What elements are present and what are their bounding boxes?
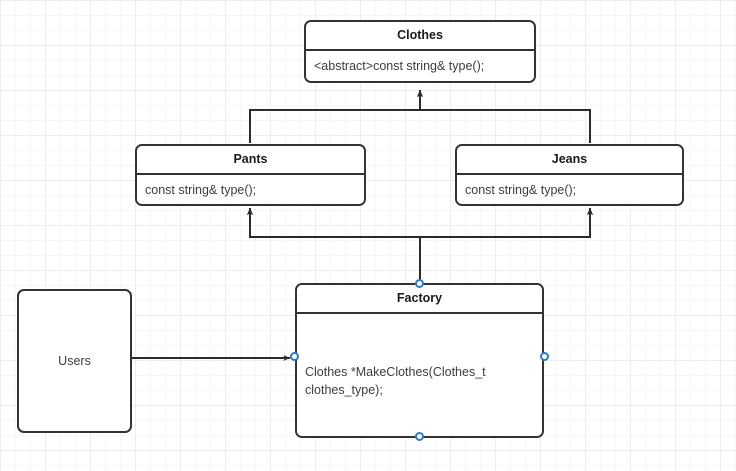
edge-generalization-group [249, 89, 591, 143]
class-node-factory[interactable]: Factory Clothes *MakeClothes(Clothes_t c… [295, 283, 544, 438]
class-method-factory: Clothes *MakeClothes(Clothes_t clothes_t… [297, 314, 542, 436]
class-title-pants: Pants [137, 146, 364, 175]
class-title-users: Users [58, 354, 91, 368]
class-node-pants[interactable]: Pants const string& type(); [135, 144, 366, 206]
selection-handle-right[interactable] [540, 352, 549, 361]
class-title-jeans: Jeans [457, 146, 682, 175]
class-title-factory: Factory [297, 285, 542, 314]
selection-handle-top[interactable] [415, 279, 424, 288]
class-method-clothes: <abstract>const string& type(); [306, 51, 534, 81]
class-node-jeans[interactable]: Jeans const string& type(); [455, 144, 684, 206]
class-title-clothes: Clothes [306, 22, 534, 51]
edge-factory-to-subclasses-group [246, 207, 594, 283]
selection-handle-left[interactable] [290, 352, 299, 361]
class-method-pants: const string& type(); [137, 175, 364, 204]
class-node-users[interactable]: Users [17, 289, 132, 433]
class-node-clothes[interactable]: Clothes <abstract>const string& type(); [304, 20, 536, 83]
selection-handle-bottom[interactable] [415, 432, 424, 441]
class-method-jeans: const string& type(); [457, 175, 682, 204]
